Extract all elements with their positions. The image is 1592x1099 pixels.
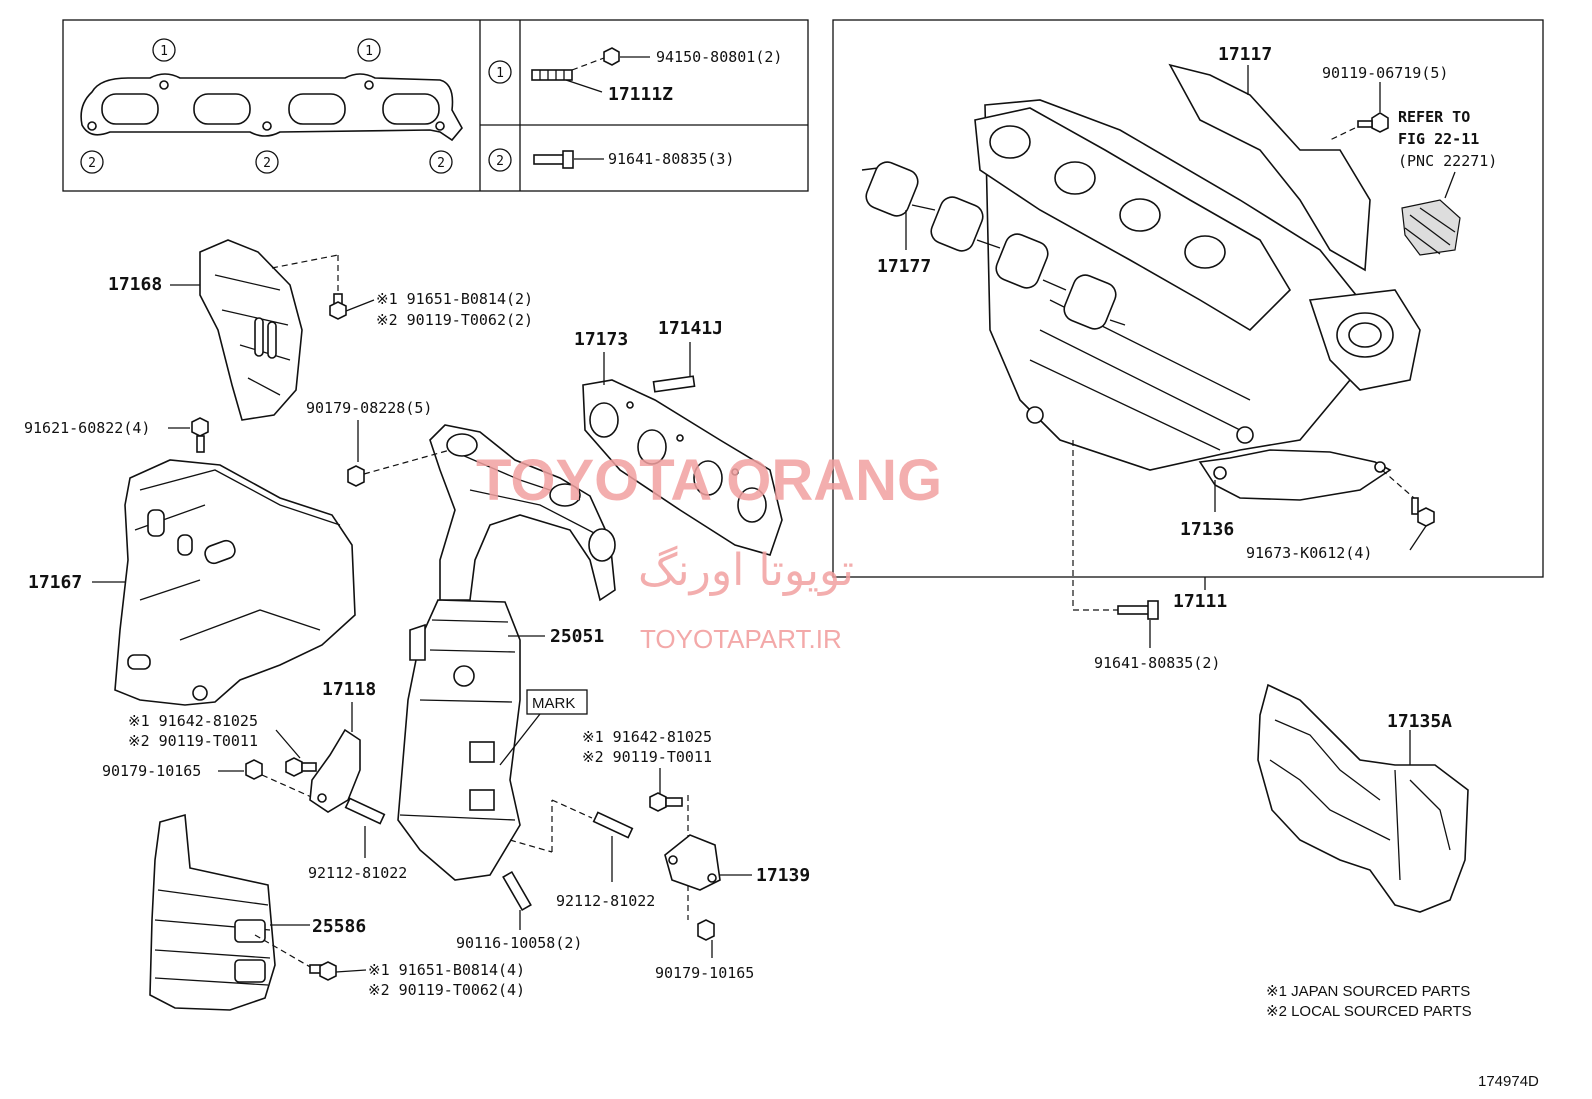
label-25586: 25586 (312, 916, 366, 937)
exhaust-gasket-drawing (80, 73, 463, 142)
label-right-bolt-1: ※1 91642-81025 (582, 728, 712, 746)
label-25051: 25051 (550, 626, 604, 647)
insulator-25586-drawing (149, 813, 276, 1011)
refer-line-2: FIG 22-11 (1398, 130, 1479, 148)
bolt-91621-icon (191, 417, 209, 453)
label-17135a: 17135A (1387, 711, 1452, 732)
marker-1b: 1 (365, 44, 373, 59)
label-25586-bolt-1: ※1 91651-B0814(4) (368, 961, 525, 979)
watermark-persian: تویوتا اورنگ (638, 545, 854, 596)
shield-17135a-drawing (1257, 683, 1469, 913)
insulator-17167-drawing (114, 459, 356, 706)
label-17168-bolt-1: ※1 91651-B0814(2) (376, 290, 533, 308)
label-17167: 17167 (28, 572, 82, 593)
label-92112-81022-a: 92112-81022 (308, 864, 407, 882)
footnote-local: ※2 LOCAL SOURCED PARTS (1266, 1003, 1472, 1020)
watermark-brand: TOYOTA ORANG (476, 448, 942, 513)
label-25586-bolt-2: ※2 90119-T0062(4) (368, 981, 525, 999)
label-17118: 17118 (322, 679, 376, 700)
footnote-japan: ※1 JAPAN SOURCED PARTS (1266, 983, 1470, 1000)
label-17168: 17168 (108, 274, 162, 295)
shield-17117-drawing (1168, 63, 1371, 272)
diagram-code: 174974D (1478, 1073, 1539, 1090)
label-91673-k0612: 91673-K0612(4) (1246, 544, 1372, 562)
bolt-90119-06719-icon (1357, 112, 1389, 133)
label-17118-bolt-2: ※2 90119-T0011 (128, 732, 258, 750)
refer-line-3: (PNC 22271) (1398, 152, 1497, 170)
bolt-icon (533, 150, 574, 169)
bracket-17136-drawing (1198, 449, 1392, 501)
label-17118-bolt-1: ※1 91642-81025 (128, 712, 258, 730)
intake-manifold-drawing (974, 99, 1421, 471)
marker-2b: 2 (263, 156, 271, 171)
label-17173: 17173 (574, 329, 628, 350)
bolt-17139-icon (649, 792, 683, 812)
label-17136: 17136 (1180, 519, 1234, 540)
label-91641-80835-3: 91641-80835(3) (608, 150, 734, 168)
bolt-25586-icon (309, 961, 337, 981)
label-right-bolt-2: ※2 90119-T0011 (582, 748, 712, 766)
exhaust-manifold-drawing (397, 424, 616, 881)
label-90179-10165-b: 90179-10165 (655, 964, 754, 982)
nut-90179-10165-a-icon (245, 759, 263, 780)
bracket-17139-drawing (664, 834, 721, 891)
stud-92112-b-icon (592, 811, 634, 839)
gasket-legend-box: 1 1 2 2 2 1 94150-80801(2) 17111Z (62, 19, 809, 192)
watermark-site: TOYOTAPART.IR (640, 624, 842, 654)
label-92112-81022-b: 92112-81022 (556, 892, 655, 910)
bolt-17168-icon (329, 293, 347, 320)
nut-90179-08228-icon (347, 465, 365, 487)
marker-2c: 2 (437, 156, 445, 171)
label-17111: 17111 (1173, 591, 1227, 612)
label-17168-bolt-2: ※2 90119-T0062(2) (376, 311, 533, 329)
bolt-91641-80835-icon (1117, 600, 1159, 620)
intake-gaskets-17177-drawing (861, 161, 1126, 330)
marker-1a: 1 (160, 44, 168, 59)
label-17141j: 17141J (658, 318, 723, 339)
mark-label: MARK (532, 695, 575, 712)
stud-92112-a-icon (344, 797, 386, 825)
label-90116-10058: 90116-10058(2) (456, 934, 582, 952)
intake-manifold-box: 17117 90119-06719(5) REFER TO FIG 22-11 … (832, 19, 1544, 578)
label-17139: 17139 (756, 865, 810, 886)
refer-line-1: REFER TO (1398, 108, 1470, 126)
label-17117: 17117 (1218, 44, 1272, 65)
label-17177: 17177 (877, 256, 931, 277)
bolt-17118-icon (285, 757, 317, 777)
label-91641-80835-2: 91641-80835(2) (1094, 654, 1220, 672)
nut-icon (603, 47, 620, 66)
watermark: TOYOTA ORANG تویوتا اورنگ TOYOTAPART.IR (476, 448, 942, 654)
stud-icon (531, 69, 573, 81)
gasket-circle-markers: 1 1 2 2 2 (80, 38, 453, 174)
stud-90116-icon (502, 870, 532, 912)
label-90119-06719: 90119-06719(5) (1322, 64, 1448, 82)
marker-2a: 2 (88, 156, 96, 171)
bracket-17118-drawing (309, 728, 361, 813)
gasket-17173-drawing (582, 379, 783, 556)
label-90179-10165-a: 90179-10165 (102, 762, 201, 780)
label-90179-08228: 90179-08228(5) (306, 399, 432, 417)
bolt-91673-icon (1411, 497, 1435, 527)
stud-17141j-icon (652, 375, 696, 393)
row1-marker: 1 (496, 66, 504, 81)
label-17111z: 17111Z (608, 84, 673, 105)
label-94150-80801: 94150-80801(2) (656, 48, 782, 66)
nut-90179-10165-b-icon (697, 919, 715, 941)
filter-mesh-drawing (1401, 199, 1461, 256)
row2-marker: 2 (496, 154, 504, 169)
label-91621-60822: 91621-60822(4) (24, 419, 150, 437)
insulator-17168-drawing (199, 239, 303, 421)
